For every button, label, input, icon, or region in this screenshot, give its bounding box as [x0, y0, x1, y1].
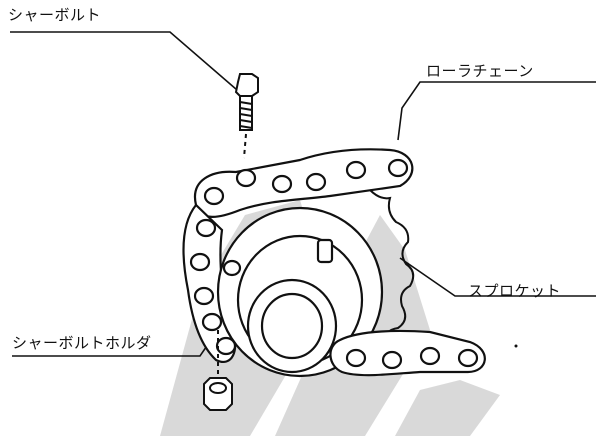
roller-chain-lower: [329, 329, 486, 377]
sprocket-label: スプロケット: [468, 282, 562, 300]
sprocket-hub: [216, 206, 384, 378]
roller-chain-upper: [193, 148, 414, 218]
sprocket-teeth: [369, 189, 415, 345]
shear-bolt-holder-part: [203, 330, 233, 411]
shear-bolt-leader: [10, 31, 245, 97]
sprocket-leader: [399, 257, 596, 297]
roller-chain-label: ローラチェーン: [426, 62, 534, 80]
roller-chain-leader: [397, 81, 596, 141]
shear-bolt-holder-label: シャーボルトホルダ: [12, 334, 152, 352]
shear-bolt-part: [234, 73, 259, 159]
shear-bolt-label: シャーボルト: [8, 6, 102, 24]
